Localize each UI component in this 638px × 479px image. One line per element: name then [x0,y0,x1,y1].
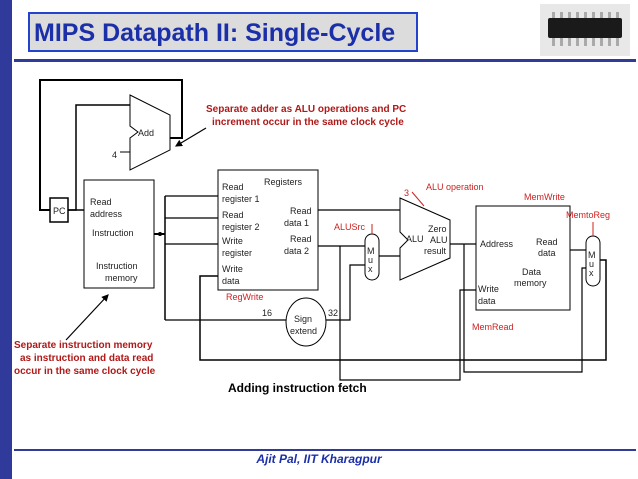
im-name-2: memory [105,273,138,283]
alu [399,197,451,281]
regwrite-label: RegWrite [226,292,263,302]
read-data1-a: Read [290,206,312,216]
adder-label: Add [138,128,154,138]
mux1-x: x [368,264,373,274]
alu-operation-label: ALU operation [426,182,484,192]
pc-adder [129,94,171,171]
write-reg-b: register [222,248,252,258]
memtoreg-label: MemtoReg [566,210,610,220]
instruction-memory [83,179,155,289]
read-reg2-a: Read [222,210,244,220]
register-file [217,169,319,291]
alu-result-b: result [424,246,447,256]
im-address-label: address [90,209,123,219]
mux2-m: M [588,250,596,260]
dm-write-a: Write [478,284,499,294]
im-name-1: Instruction [96,261,138,271]
read-data2-a: Read [290,234,312,244]
data-mem-b: memory [514,278,547,288]
write-reg-a: Write [222,236,243,246]
mux2-x: x [589,268,594,278]
dm-write-b: data [478,296,496,306]
data-mem-a: Data [522,267,541,277]
footer-credit: Ajit Pal, IIT Kharagpur [256,452,382,466]
im-read-label: Read [90,197,112,207]
zero-label: Zero [428,224,447,234]
mem-note-1: Separate instruction memory [14,340,153,351]
write-data-b: data [222,276,240,286]
dm-read-b: data [538,248,556,258]
mem-note-3: occur in the same clock cycle [14,366,156,377]
thirtytwo-label: 32 [328,308,338,318]
data-memory [475,205,571,311]
four-label: 4 [112,150,117,160]
left-stripe [0,0,12,479]
sign-label-b: extend [290,326,317,336]
dm-read-a: Read [536,237,558,247]
diagram-caption: Adding instruction fetch [228,381,367,395]
alusrc-label: ALUSrc [334,222,366,232]
ic-chip-image [540,4,630,56]
im-instruction-label: Instruction [92,228,134,238]
mux1-u: u [368,255,373,265]
registers-title: Registers [264,177,303,187]
mux1-m: M [367,246,375,256]
bottom-rule [14,449,636,451]
alu-op-bits: 3 [404,188,409,198]
address-label: Address [480,239,514,249]
adder-note-1: Separate adder as ALU operations and PC [206,104,406,115]
page-title: MIPS Datapath II: Single-Cycle [28,12,418,52]
memwrite-label: MemWrite [524,192,565,202]
mem-note-2: as instruction and data read [20,353,153,364]
sixteen-label: 16 [262,308,272,318]
read-data2-b: data 2 [284,246,309,256]
write-data-a: Write [222,264,243,274]
read-reg1-b: register 1 [222,194,260,204]
top-rule [14,59,636,62]
read-data1-b: data 1 [284,218,309,228]
alu-result-a: ALU [430,235,448,245]
alu-label: ALU [406,234,424,244]
pc-label: PC [53,206,66,216]
memread-label: MemRead [472,322,514,332]
mux2-u: u [589,259,594,269]
sign-label-a: Sign [294,314,312,324]
read-reg2-b: register 2 [222,222,260,232]
sign-extend [285,297,327,347]
read-reg1-a: Read [222,182,244,192]
adder-note-2: increment occur in the same clock cycle [212,117,404,128]
